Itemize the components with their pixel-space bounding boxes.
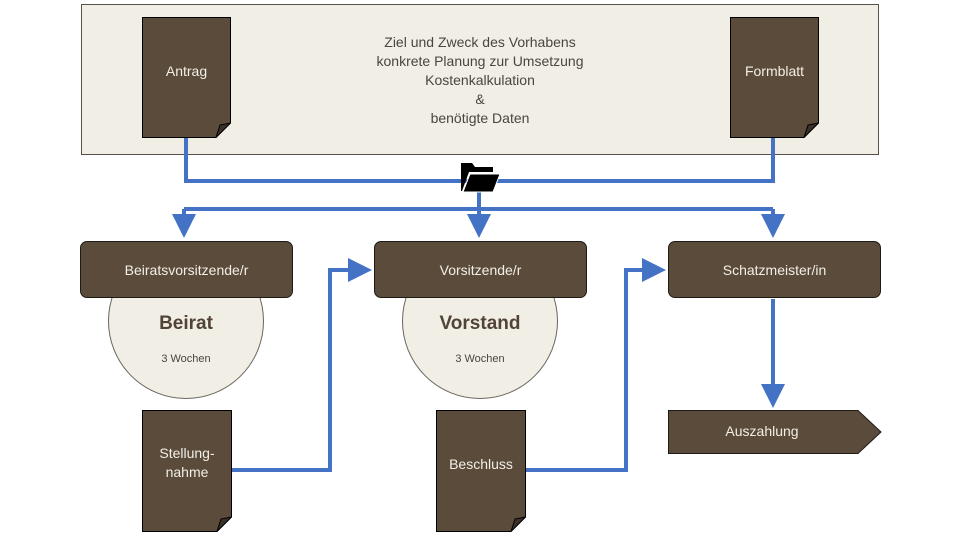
document-shape-antrag <box>142 17 231 138</box>
outcome-shape <box>668 410 882 454</box>
requirements-text: Ziel und Zweck des Vorhabens konkrete Pl… <box>300 33 660 128</box>
document-label-line: Stellung- <box>159 445 215 461</box>
document-shape-stellungnahme <box>142 410 232 532</box>
document-shape-formblatt <box>730 17 819 138</box>
body-title: Vorstand <box>439 313 521 334</box>
requirement-line: Ziel und Zweck des Vorhabens <box>384 34 576 50</box>
connector-stellungnahme-vorsitzende <box>232 258 372 472</box>
outcome-label: Auszahlung <box>725 423 799 439</box>
open-folder-icon <box>461 163 501 193</box>
document-label: Antrag <box>165 63 208 79</box>
document-formblatt: Formblatt <box>730 17 819 138</box>
document-label: Stellung- nahme <box>142 444 232 482</box>
requirement-line: konkrete Planung zur Umsetzung <box>376 53 584 69</box>
document-stellungnahme: Stellung- nahme <box>142 410 232 532</box>
document-label: Formblatt <box>744 63 805 79</box>
document-beschluss: Beschluss <box>436 410 526 532</box>
requirement-line: Kostenkalkulation <box>425 72 535 88</box>
requirement-line: benötigte Daten <box>430 110 530 126</box>
requirement-line: & <box>475 91 485 107</box>
body-duration: 3 Wochen <box>455 353 505 365</box>
role-beiratsvorsitzende: Beiratsvorsitzende/r <box>80 241 293 298</box>
document-antrag: Antrag <box>142 17 231 138</box>
body-duration: 3 Wochen <box>161 353 211 365</box>
document-shape-beschluss <box>436 410 526 532</box>
role-schatzmeister: Schatzmeister/in <box>668 241 881 298</box>
body-title: Beirat <box>159 313 213 334</box>
connector-beschluss-schatzmeister <box>525 258 666 472</box>
document-label: Beschluss <box>449 456 513 472</box>
role-vorsitzende: Vorsitzende/r <box>374 241 587 298</box>
document-label-line: nahme <box>165 464 209 480</box>
outcome-auszahlung: Auszahlung <box>668 410 882 454</box>
